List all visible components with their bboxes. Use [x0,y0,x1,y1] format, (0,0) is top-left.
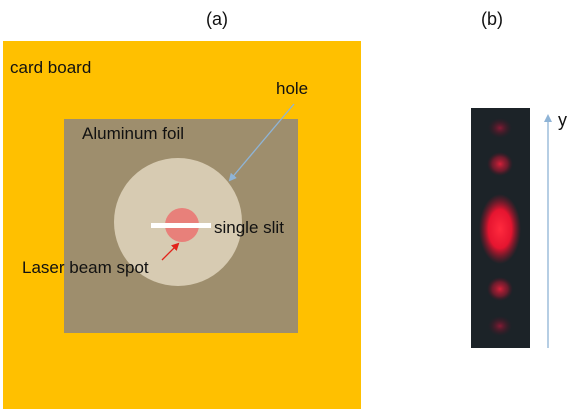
fringe-lower-secondary [487,277,513,301]
hole-pointer [228,103,295,182]
fringe-upper-secondary [487,152,513,176]
panel-a-caption: (a) [206,9,228,29]
card-board-label: card board [10,58,91,77]
hole-label: hole [276,79,308,98]
laser-spot-pointer [161,242,180,261]
single-slit-label: single slit [214,218,284,237]
single-slit [151,223,211,228]
aluminum-foil-label: Aluminum foil [82,124,184,143]
fringe-bottom-faint [488,316,512,336]
fringe-central-maximum [479,194,521,264]
panel-b-caption: (b) [481,9,503,29]
laser-beam-spot-label: Laser beam spot [22,258,149,277]
panel-b: (b) y [471,9,567,348]
panel-a: (a) card board Aluminum foil hole single… [3,9,361,409]
fringe-top-faint [488,118,512,138]
y-axis-label: y [558,110,567,130]
diffraction-pattern [479,118,521,336]
